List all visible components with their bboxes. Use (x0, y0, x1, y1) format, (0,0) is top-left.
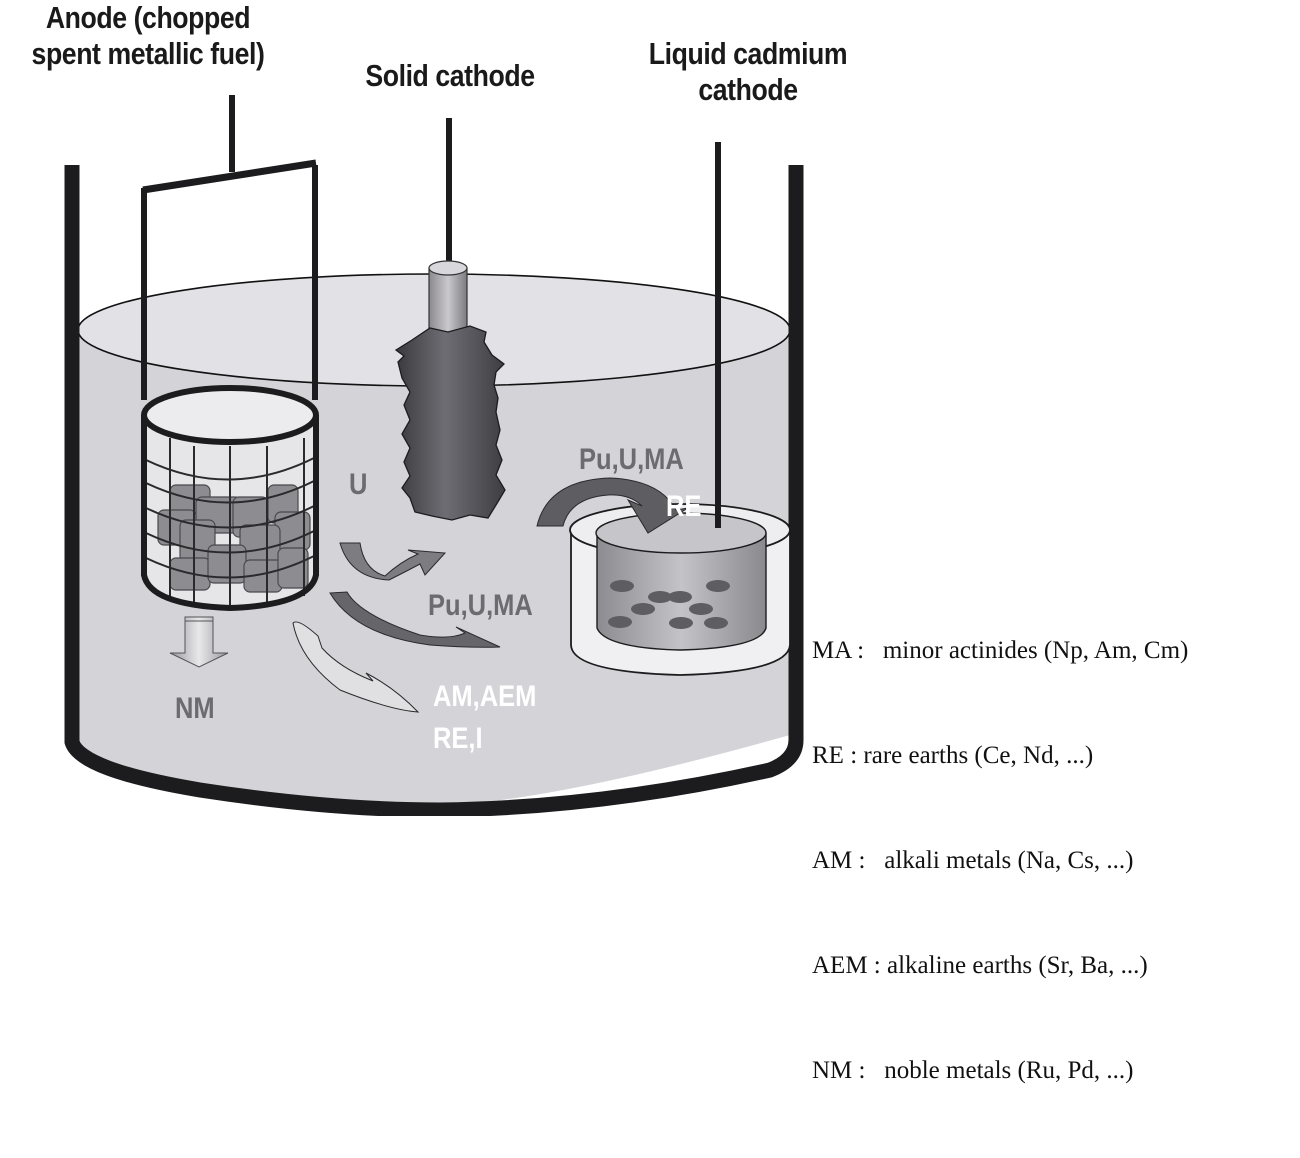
legend-item-am: AM : alkali metals (Na, Cs, ...) (812, 847, 1134, 874)
arrow-to-liquid-cathode (536, 477, 689, 534)
arrow-u-to-solid-cathode (339, 542, 447, 581)
liquid-cathode-title-line1: Liquid cadmium (648, 36, 848, 71)
electrorefiner-diagram: Anode (chopped spent metallic fuel) Soli… (10, 0, 1189, 1084)
anode-title-line1: Anode (chopped (45, 0, 251, 35)
legend-item-ma: MA : minor actinides (Np, Am, Cm) (812, 637, 1189, 664)
anode-title-line2: spent metallic fuel) (31, 36, 265, 71)
anode-title: Anode (chopped spent metallic fuel) (10, 0, 285, 72)
species-re-i: RE,I (433, 722, 483, 755)
species-nm: NM (175, 692, 215, 725)
anode-hanger (141, 95, 318, 400)
liquid-cathode-title: Liquid cadmium cathode (636, 36, 860, 108)
species-re-top: RE (666, 490, 702, 523)
uranium-deposit (394, 325, 506, 521)
cadmium-deposit-droplets (608, 580, 730, 629)
arrow-salt-species (292, 621, 420, 713)
liquid-cadmium-cathode (569, 142, 791, 676)
species-am-aem: AM,AEM (433, 680, 537, 713)
species-u: U (349, 468, 368, 501)
solid-cathode-title: Solid cathode (365, 58, 535, 93)
diagram-canvas (64, 95, 804, 816)
species-pu-u-ma-mid: Pu,U,MA (428, 589, 533, 622)
anode-basket (141, 385, 319, 612)
species-pu-u-ma-top: Pu,U,MA (579, 443, 684, 476)
liquid-cathode-title-line2: cathode (698, 72, 798, 107)
legend-item-nm: NM : noble metals (Ru, Pd, ...) (812, 1057, 1134, 1084)
arrow-pu-u-ma (329, 591, 501, 648)
legend-item-re: RE : rare earths (Ce, Nd, ...) (812, 742, 1094, 769)
legend-item-aem: AEM : alkaline earths (Sr, Ba, ...) (812, 952, 1148, 979)
solid-cathode (394, 118, 506, 521)
noble-metals-arrow (169, 616, 229, 668)
fuel-pieces (157, 484, 311, 593)
vessel-wall (64, 165, 804, 816)
legend: MA : minor actinides (Np, Am, Cm) RE : r… (812, 563, 1188, 1158)
